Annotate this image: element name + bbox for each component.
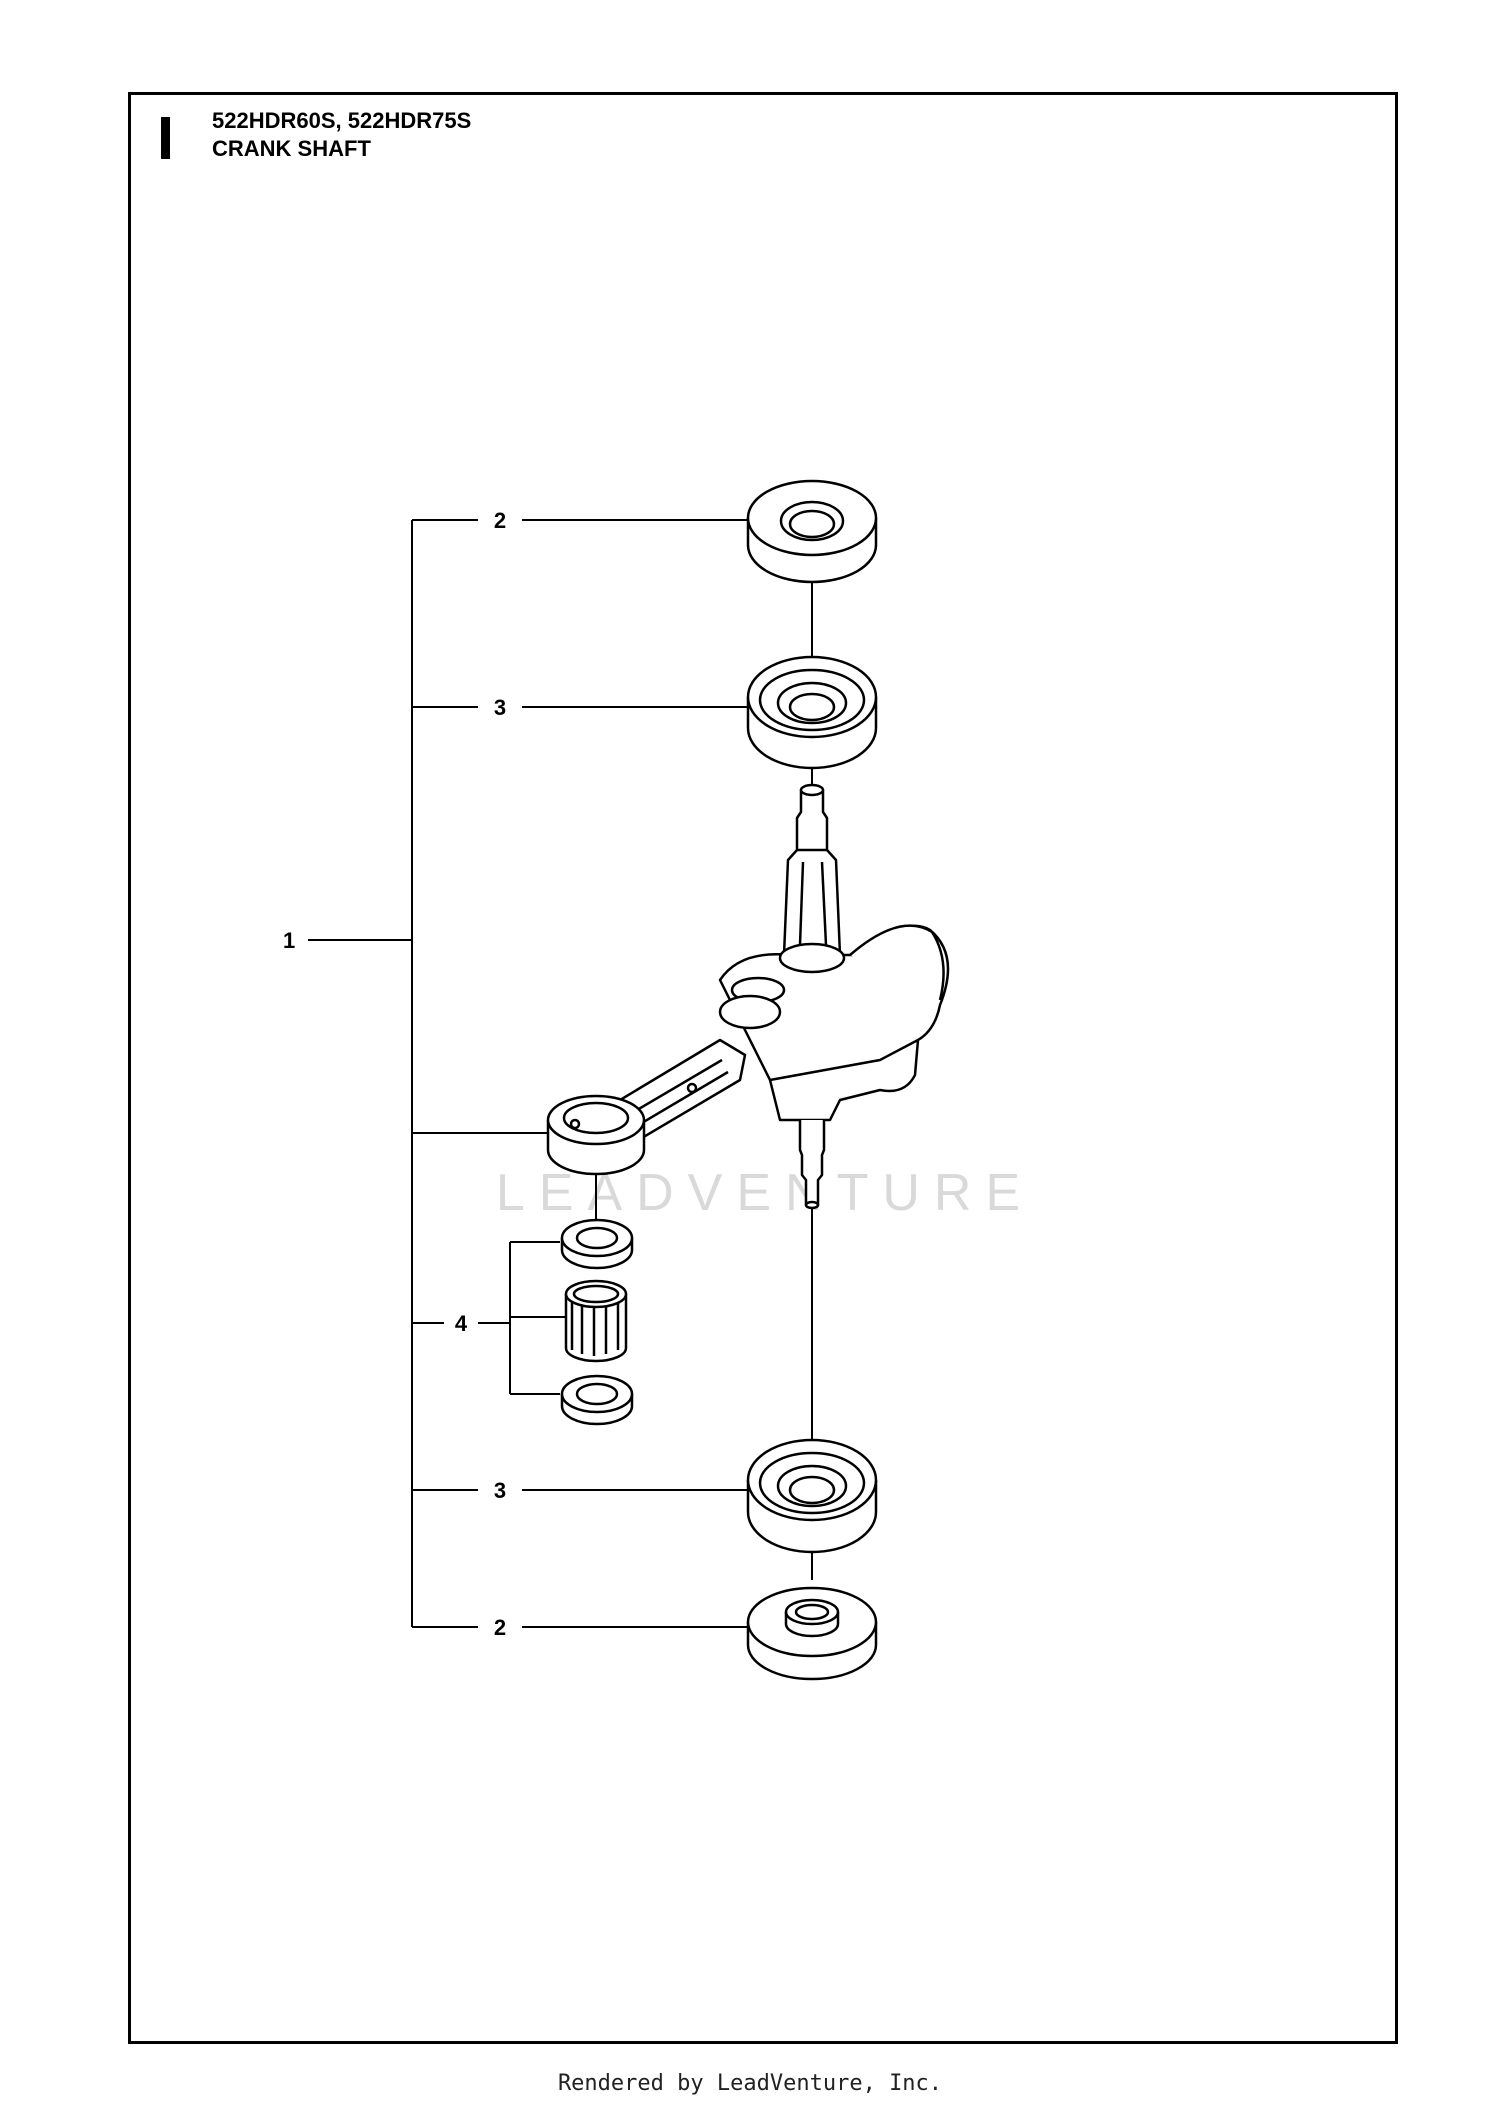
callout-4: 4 [455,1311,468,1336]
callout-3-top: 3 [494,695,506,720]
needle-bearing [564,1279,628,1363]
callout-3-bottom: 3 [494,1478,506,1503]
oil-seal-top [746,479,878,584]
ball-bearing-bottom [746,1438,878,1554]
crankshaft [718,783,950,1210]
connecting-rod [546,1038,747,1176]
callout-2-bottom: 2 [494,1615,506,1640]
thrust-washer-bottom [560,1374,634,1426]
diagram-frame [128,92,1398,2044]
thrust-washer-top [560,1218,634,1270]
section-title: CRANK SHAFT [212,136,371,161]
leader-lines [308,519,813,1628]
callout-1: 1 [283,928,295,953]
callout-2-top: 2 [494,508,506,533]
ball-bearing-top [746,655,878,770]
model-title: 522HDR60S, 522HDR75S [212,108,472,133]
footer-credit: Rendered by LeadVenture, Inc. [557,2071,943,2096]
section-marker [161,117,170,159]
oil-seal-bottom [746,1586,878,1681]
